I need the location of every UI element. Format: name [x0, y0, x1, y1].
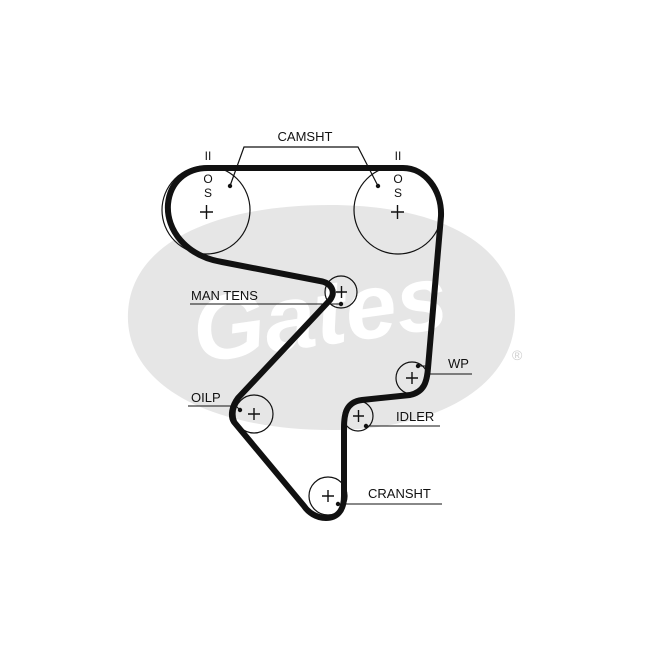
- gates-logo-watermark: Gates ®: [127, 205, 523, 430]
- cam-right-o-mark: O: [393, 172, 402, 186]
- registered-mark: ®: [512, 347, 523, 363]
- cam-left-top-mark: II: [205, 149, 212, 163]
- cam-left-o-mark: O: [203, 172, 212, 186]
- camshaft-leader-dot-left: [227, 183, 233, 189]
- camshaft-label: CAMSHT: [278, 129, 333, 144]
- oilp-leader-dot: [237, 407, 243, 413]
- idler-leader-dot: [363, 423, 369, 429]
- oil-pump-label: OILP: [191, 390, 221, 405]
- cam-left-s-mark: S: [204, 186, 212, 200]
- camshaft-leader-dot-right: [375, 183, 381, 189]
- cam-right-s-mark: S: [394, 186, 402, 200]
- wp-leader-line: [418, 365, 472, 375]
- manual-tensioner-label: MAN TENS: [191, 288, 258, 303]
- cransht-leader-dot: [335, 501, 341, 507]
- timing-belt: [164, 165, 445, 521]
- manual-tensioner-pulley: [324, 275, 358, 309]
- pulley-center-marks: [200, 205, 418, 502]
- idler-label: IDLER: [396, 409, 434, 424]
- man-tens-leader-dot: [338, 301, 344, 307]
- camshaft-label-bracket: [229, 146, 379, 187]
- cam-right-top-mark: II: [395, 149, 402, 163]
- water-pump-label: WP: [448, 356, 469, 371]
- crankshaft-label: CRANSHT: [368, 486, 431, 501]
- wp-leader-dot: [415, 363, 421, 369]
- oil-pump-pulley: [234, 394, 274, 434]
